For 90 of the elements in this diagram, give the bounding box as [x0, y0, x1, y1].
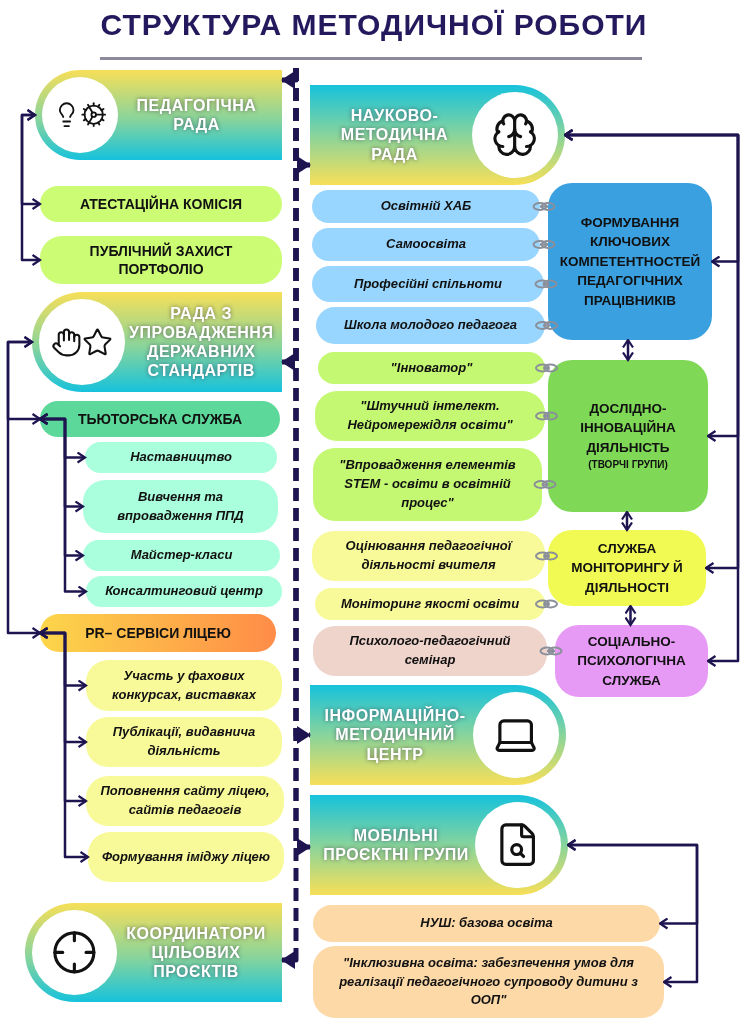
topic-pill: [83, 480, 278, 533]
chain-link-connector: [535, 321, 558, 330]
pill-label: АТЕСТАЦІЙНА КОМІСІЯ: [79, 194, 243, 214]
box-label: ФОРМУВАННЯ КЛЮЧОВИХ КОМПЕТЕНТНОСТЕЙ ПЕДАГОГІЧНИХ ПРАЦІВНИКІВ: [558, 213, 702, 310]
pill-label: Публікації, видавнича діяльність: [111, 723, 257, 760]
chain-link-connector: [535, 411, 558, 421]
chain-link-connector: [535, 599, 558, 609]
topic-pill: [312, 190, 540, 223]
topic-pill: [315, 391, 545, 441]
category-box: [548, 530, 706, 606]
pill-label: Формування іміджу ліцею: [101, 847, 271, 866]
topic-pill: [86, 576, 282, 607]
banner-title: КООРДИНАТОРИ ЦІЛЬОВИХ ПРОЄКТІВ: [125, 923, 267, 982]
topic-pill: [86, 776, 284, 826]
pill-label: Поповнення сайту ліцею, сайтів педагогів: [99, 782, 271, 819]
topic-pill: [83, 540, 280, 571]
chain-link-connector: [532, 202, 556, 211]
topic-pill: [313, 448, 542, 521]
banner-title: НАУКОВО-МЕТОДИЧНА РАДА: [339, 106, 450, 164]
dashed-arrow: [281, 68, 299, 969]
arrow: [563, 128, 740, 668]
topic-pill: [316, 307, 545, 344]
heading-banner: [310, 795, 568, 895]
pill-label: Участь у фахових конкурсах, виставках: [110, 666, 258, 704]
topic-pill: [313, 946, 664, 1018]
pill-label: Наставництво: [130, 448, 232, 467]
topic-pill: [313, 905, 660, 942]
pill-label: Майстер-класи: [130, 546, 233, 565]
category-box: [555, 625, 708, 697]
topic-pill: [86, 717, 282, 767]
arrow: [6, 335, 42, 640]
topic-pill: [312, 266, 544, 302]
topic-pill: [88, 832, 284, 882]
pill-label: PR– СЕРВІСИ ЛІЦЕЮ: [85, 623, 231, 643]
pill-label: Школа молодого педагога: [344, 316, 517, 335]
topic-pill: [318, 352, 545, 384]
section-pill: [40, 401, 280, 437]
pill-label: "Інноватор": [390, 358, 473, 377]
pill-label: Моніторинг якості освіти: [340, 594, 520, 613]
arrow: [38, 626, 90, 864]
heading-banner: [25, 903, 282, 1002]
pill-label: Консалтинговий центр: [105, 582, 263, 601]
chain-link-connector: [533, 480, 557, 489]
chain-link-connector: [535, 363, 558, 373]
topic-pill: [86, 660, 282, 711]
category-box: [548, 183, 712, 340]
chain-link-connector: [534, 279, 558, 289]
banner-title: МОБІЛЬНІ ПРОЄКТНІ ГРУПИ: [322, 825, 470, 865]
pill-label: Професійні спільноти: [354, 274, 502, 293]
page-title: СТРУКТУРА МЕТОДИЧНОЇ РОБОТИ: [99, 8, 649, 42]
box-label: ДОСЛІДНО-ІННОВАЦІЙНА ДІЯЛЬНІСТЬ: [579, 399, 677, 457]
arrow: [566, 838, 699, 989]
pill-label: "Інклюзивна освіта: забезпечення умов для реалізації педагогічного супроводу дитини з ООП": [338, 953, 639, 1010]
arrow: [20, 108, 42, 267]
pill-label: "Впровадження елементів STEM - освіти в освітній процес": [338, 456, 517, 512]
chain-link-connector: [535, 551, 558, 561]
arrow: [38, 412, 88, 598]
box-label: СОЦІАЛЬНО-ПСИХОЛОГІЧНА СЛУЖБА: [576, 632, 687, 690]
section-pill: [40, 236, 282, 284]
pill-label: Освітній ХАБ: [380, 197, 472, 216]
heading-banner: [35, 70, 282, 160]
topic-pill: [312, 531, 545, 581]
banner-title: ІНФОРМАЦІЙНО-МЕТОДИЧНИЙ ЦЕНТР: [323, 706, 467, 764]
box-label: СЛУЖБА МОНІТОРИНГУ Й ДІЯЛЬНОСТІ: [570, 539, 684, 597]
section-pill: [40, 186, 282, 222]
topic-pill: [313, 626, 547, 676]
topic-pill: [85, 442, 277, 473]
arrow: [620, 510, 634, 532]
pill-label: ПУБЛІЧНИЙ ЗАХИСТ ПОРТФОЛІО: [88, 241, 234, 279]
heading-banner: [310, 85, 565, 185]
topic-pill: [315, 588, 545, 620]
pill-label: Вивчення та впровадження ППД: [116, 487, 245, 525]
heading-banner: [310, 685, 566, 785]
arrow: [621, 338, 635, 362]
pill-label: Самоосвіта: [386, 235, 466, 254]
category-box: [548, 360, 708, 512]
topic-pill: [312, 228, 540, 261]
chain-link-connector: [532, 240, 556, 249]
arrow: [624, 604, 637, 627]
pill-label: Психолого-педагогічний семінар: [348, 632, 512, 669]
pill-label: ТЬЮТОРСЬКА СЛУЖБА: [77, 409, 243, 429]
pill-label: НУШ: базова освіта: [420, 914, 553, 933]
box-note: (ТВОРЧІ ГРУПИ): [588, 458, 668, 473]
banner-title: ПЕДАГОГІЧНА РАДА: [135, 95, 258, 135]
pill-label: "Штучний інтелект. Нейромережідля освіти": [346, 397, 514, 434]
pill-label: Оцінювання педагогічної діяльності вчителя: [344, 537, 514, 574]
heading-banner: [32, 292, 282, 392]
chain-link-connector: [539, 646, 563, 656]
banner-title: РАДА З УПРОВАДЖЕННЯ ДЕРЖАВНИХ СТАНДАРТІВ: [128, 303, 275, 381]
section-pill: [40, 614, 276, 652]
